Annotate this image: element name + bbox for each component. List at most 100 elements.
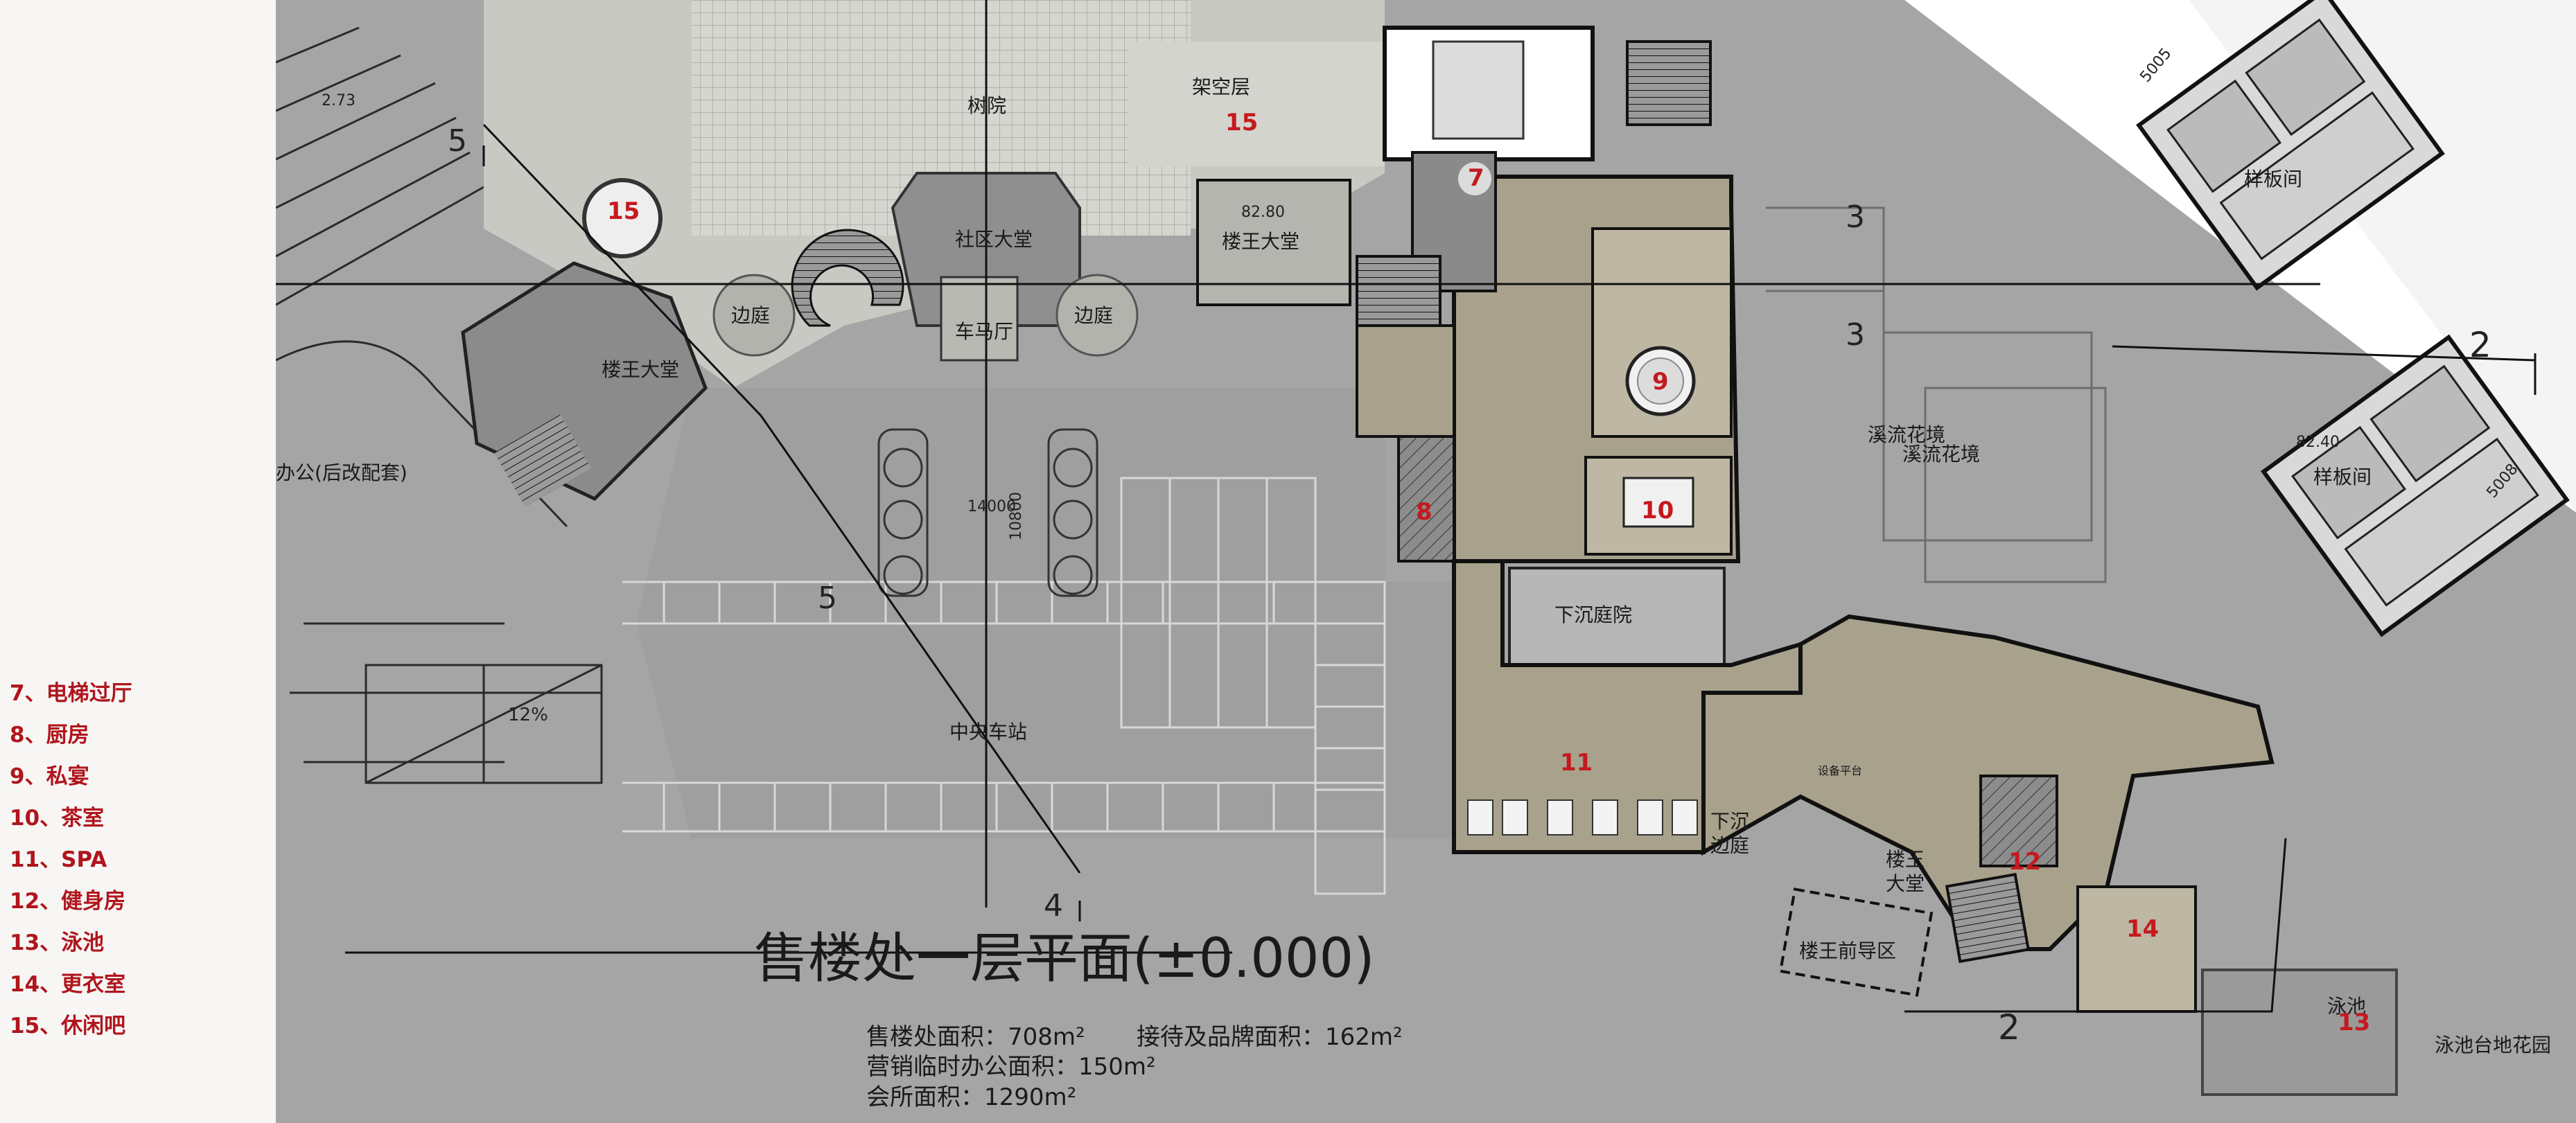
legend-item: 14、更衣室	[10, 969, 132, 1010]
label-courtyard-b: 边庭	[1074, 304, 1113, 327]
stilt-floor-area	[1128, 42, 1385, 166]
legend-item-separator: 、	[40, 806, 62, 831]
label-king-lobby-mid: 楼王大堂	[1222, 230, 1299, 253]
room-number-15-west: 15	[607, 197, 640, 225]
label-pool: 泳池	[2327, 995, 2366, 1018]
legend-item-number: 13	[10, 930, 40, 955]
legend-item: 9、私宴	[10, 761, 132, 802]
room-number-7: 7	[1468, 164, 1484, 192]
show-flat-south	[2261, 334, 2570, 637]
spa-beds	[1467, 799, 1698, 835]
label-community-hall: 社区大堂	[955, 228, 1033, 251]
legend-item-separator: 、	[40, 1014, 62, 1038]
label-stilt-floor: 架空层	[1192, 76, 1250, 98]
section-5b: 5	[818, 581, 837, 616]
legend-item-separator: 、	[24, 764, 46, 789]
section-3a: 3	[1846, 200, 1865, 235]
label-sunken-side-court-1: 下沉	[1710, 810, 1749, 833]
sunken-courtyard	[1508, 567, 1726, 666]
label-equipment-platform: 设备平台	[1818, 764, 1862, 777]
area-reception: 接待及品牌面积：162m²	[1137, 1023, 1403, 1051]
legend-item-number: 9	[10, 764, 25, 789]
round-pool-15	[582, 178, 663, 258]
room-number-15-north: 15	[1225, 109, 1258, 136]
legend-item-separator: 、	[40, 972, 62, 997]
dim-14000: 14000	[967, 498, 1016, 515]
legend-item-number: 10	[10, 806, 40, 831]
room-number-10: 10	[1641, 497, 1674, 524]
section-4: 4	[1044, 888, 1063, 923]
axis-lines	[276, 0, 2536, 1013]
slope-mark: 12%	[508, 705, 548, 725]
central-station-area	[636, 388, 1454, 838]
legend-item-number: 7	[10, 681, 25, 706]
north-core	[1432, 40, 1525, 140]
label-stream-garden-1: 溪流花境	[1868, 423, 1945, 446]
club-west-room	[1356, 324, 1455, 438]
label-show-flat-1: 样板间	[2244, 168, 2302, 191]
legend-item: 15、休闲吧	[10, 1010, 132, 1052]
label-stream-garden-2: 溪流花境	[1902, 443, 1980, 466]
legend-item-name: 电梯过厅	[46, 681, 132, 706]
label-king-front-area: 楼王前导区	[1799, 939, 1896, 962]
room-number-12: 12	[2008, 848, 2041, 876]
dim-10800: 10800	[1008, 492, 1025, 540]
legend-item: 7、电梯过厅	[10, 678, 132, 719]
left-stairs	[493, 414, 592, 507]
label-king-lobby-right-1: 楼王	[1886, 848, 1925, 871]
room-number-14: 14	[2126, 915, 2159, 943]
area-sales: 售楼处面积：708m²	[866, 1023, 1085, 1051]
floor-plan: 架空层 树院 社区大堂 边庭 边庭 车马厅 楼王大堂 楼王大堂 办公(后改配套)…	[276, 0, 2576, 1123]
legend-item-number: 14	[10, 972, 40, 997]
legend-item: 11、SPA	[10, 844, 132, 885]
legend-item-number: 12	[10, 889, 40, 914]
show-flat-north	[2136, 0, 2445, 291]
label-central-station: 中央车站	[949, 720, 1027, 743]
label-sunken-side-court-2: 边庭	[1710, 834, 1749, 857]
area-club: 会所面积：1290m²	[866, 1084, 1076, 1111]
section-2a: 2	[2469, 325, 2491, 365]
legend-item-number: 15	[10, 1014, 40, 1038]
parking-grid	[622, 477, 1386, 895]
legend-item-separator: 、	[40, 930, 62, 955]
north-stairs	[1626, 40, 1712, 126]
label-carriage-hall: 车马厅	[955, 320, 1013, 343]
plan-caption: 售楼处一层平面(±0.000) 售楼处面积：708m² 接待及品牌面积：162m…	[754, 928, 1403, 1111]
room-number-11: 11	[1560, 749, 1593, 777]
label-king-lobby-left: 楼王大堂	[602, 358, 679, 381]
label-show-flat-2: 样板间	[2313, 466, 2372, 488]
king-front-area	[1778, 887, 1934, 997]
legend-item-number: 11	[10, 847, 40, 872]
legend-item-name: SPA	[61, 847, 107, 872]
legend-item-name: 休闲吧	[61, 1014, 126, 1038]
label-office-after: 办公(后改配套)	[276, 461, 408, 484]
label-pool-garden: 泳池台地花园	[2435, 1034, 2551, 1056]
label-courtyard-a: 边庭	[731, 304, 770, 327]
plan-title: 售楼处一层平面(±0.000)	[754, 928, 1375, 990]
area-office: 营销临时办公面积：150m²	[866, 1053, 1156, 1081]
room-numbers: 7 8 9 10 11 12 13 14 15 15	[607, 109, 2370, 1036]
number-7-badge	[1458, 162, 1491, 195]
legend-item-separator: 、	[40, 889, 62, 914]
changing-room	[2076, 885, 2197, 1013]
level-left: 2.73	[322, 92, 356, 109]
fitness-core	[1979, 775, 2058, 867]
plan-labels: 架空层 树院 社区大堂 边庭 边庭 车马厅 楼王大堂 楼王大堂 办公(后改配套)…	[276, 76, 2551, 1056]
mid-stairs	[1356, 255, 1442, 334]
legend-item: 8、厨房	[10, 719, 132, 761]
section-2b: 2	[1998, 1007, 2020, 1047]
legend-item-separator: 、	[40, 847, 62, 872]
legend-item: 10、茶室	[10, 802, 132, 844]
legend-item: 12、健身房	[10, 885, 132, 927]
parking-top-left	[276, 26, 568, 763]
room-number-8: 8	[1416, 498, 1432, 526]
parking-circles	[877, 428, 1098, 597]
section-3b: 3	[1846, 317, 1865, 353]
kitchen	[1397, 435, 1455, 563]
carriage-hall	[940, 276, 1019, 362]
legend-item: 13、泳池	[10, 927, 132, 969]
ramp	[365, 664, 603, 784]
legend-item-separator: 、	[24, 681, 46, 706]
level-8280: 82.80	[1241, 204, 1285, 221]
